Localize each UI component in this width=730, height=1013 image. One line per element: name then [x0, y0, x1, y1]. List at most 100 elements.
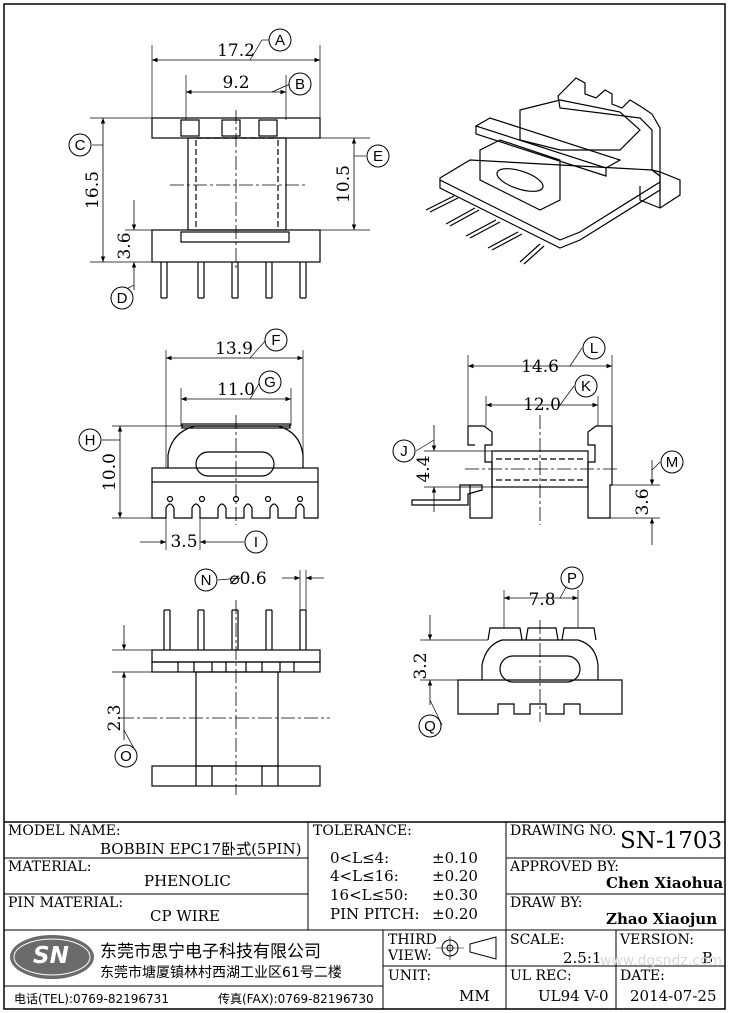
end-view — [420, 590, 623, 722]
dim-m: 3.6 — [633, 488, 653, 515]
approved-by-value: Chen Xiaohua — [606, 874, 724, 892]
tolerance-value-1: ±0.10 — [432, 849, 478, 867]
bubble-j: J — [392, 439, 416, 463]
dim-k: 12.0 — [523, 395, 561, 415]
svg-text:H: H — [85, 432, 96, 449]
svg-text:I: I — [254, 534, 258, 551]
dim-a: 17.2 — [217, 41, 255, 61]
dim-q: 3.2 — [411, 652, 431, 679]
bubble-k: K — [574, 374, 598, 398]
bubble-g: G — [258, 370, 282, 394]
model-name-value: BOBBIN EPC17卧式(5PIN) — [100, 840, 302, 858]
bubble-h: H — [78, 428, 102, 452]
front-view — [112, 350, 319, 550]
svg-text:A: A — [275, 32, 285, 49]
svg-text:P: P — [567, 570, 577, 587]
ul-rec-value: UL94 V-0 — [538, 987, 609, 1005]
version-value: B — [702, 949, 714, 967]
logo-text: SN — [33, 943, 69, 969]
svg-text:B: B — [295, 76, 305, 93]
dim-j: 4.4 — [414, 455, 434, 482]
bubble-n: N — [194, 568, 218, 592]
svg-text:M: M — [666, 454, 679, 471]
svg-text:E: E — [373, 148, 383, 165]
ul-rec-label: UL REC: — [510, 968, 572, 984]
svg-text:F: F — [271, 332, 280, 349]
date-value: 2014-07-25 — [630, 987, 717, 1005]
bubble-i: I — [244, 530, 268, 554]
scale-label: SCALE: — [510, 932, 565, 948]
svg-text:K: K — [581, 378, 591, 395]
company-logo — [10, 935, 94, 979]
tolerance-range-2: 4<L≤16: — [330, 867, 399, 885]
reference-bubbles: A B C D E F G H I J K L M N O P Q — [68, 28, 684, 768]
dim-l: 14.6 — [521, 357, 559, 377]
version-label: VERSION: — [620, 932, 694, 948]
drawing-no-label: DRAWING NO. — [510, 823, 617, 839]
bubble-m: M — [660, 450, 684, 474]
dim-e: 10.5 — [334, 165, 354, 203]
tel-number: 电话(TEL):0769-82196731 — [14, 992, 169, 1006]
title-block-grid — [4, 821, 725, 1009]
tolerance-value-2: ±0.20 — [432, 867, 478, 885]
model-name-label: MODEL NAME: — [8, 823, 121, 839]
bubble-q: Q — [418, 714, 442, 738]
bubble-d: D — [110, 286, 134, 310]
dim-n: ⌀0.6 — [229, 569, 266, 589]
bubble-l: L — [582, 336, 606, 360]
pin-pitch-label: PIN PITCH: — [330, 905, 420, 923]
pin-material-value: CP WIRE — [150, 907, 220, 925]
unit-value: MM — [459, 987, 490, 1005]
draw-by-value: Zhao Xiaojun — [606, 910, 718, 928]
scale-value: 2.5:1 — [563, 949, 602, 967]
drawing-border — [3, 3, 726, 1010]
svg-text:O: O — [120, 748, 132, 765]
bubble-p: P — [560, 566, 584, 590]
dim-b: 9.2 — [222, 73, 249, 93]
material-value: PHENOLIC — [144, 872, 231, 890]
fax-number: 传真(FAX):0769-82196730 — [218, 992, 374, 1006]
svg-text:G: G — [264, 374, 276, 391]
third-angle-symbol — [436, 936, 497, 960]
bubble-b: B — [288, 72, 312, 96]
tolerance-range-3: 16<L≤50: — [330, 886, 409, 904]
svg-text:Q: Q — [424, 718, 436, 735]
dim-f: 13.9 — [215, 339, 253, 359]
tolerance-range-1: 0<L≤4: — [330, 849, 390, 867]
dimension-texts: 17.2 9.2 16.5 3.6 10.5 13.9 11.0 10.0 3.… — [83, 41, 653, 732]
pin-material-label: PIN MATERIAL: — [8, 895, 124, 911]
company-address: 东莞市塘厦镇林村西湖工业区61号二楼 — [100, 965, 342, 981]
side-view — [411, 355, 660, 545]
dim-p: 7.8 — [528, 590, 555, 610]
svg-text:C: C — [75, 137, 86, 154]
bubble-f: F — [264, 328, 288, 352]
tolerance-label: TOLERANCE: — [313, 823, 412, 839]
dim-o: 2.3 — [105, 704, 125, 731]
bubble-o: O — [114, 744, 138, 768]
svg-text:D: D — [117, 290, 128, 307]
third-view-label: THIRD VIEW: — [388, 932, 437, 964]
dim-c: 16.5 — [83, 171, 103, 209]
dim-i: 3.5 — [170, 532, 197, 552]
date-label: DATE: — [620, 968, 665, 984]
company-name: 东莞市思宁电子科技有限公司 — [100, 942, 321, 962]
svg-text:L: L — [590, 340, 598, 357]
approved-by-label: APPROVED BY: — [510, 859, 619, 875]
isometric-view — [425, 77, 681, 265]
drawing-no-value: SN-1703 — [620, 828, 723, 854]
bottom-view — [112, 570, 330, 795]
bubble-e: E — [366, 144, 390, 168]
tolerance-value-3: ±0.30 — [432, 886, 478, 904]
dim-d: 3.6 — [115, 232, 135, 259]
bubble-c: C — [68, 133, 92, 157]
watermark: www.dgsndz.com — [600, 953, 723, 969]
dim-g: 11.0 — [217, 380, 255, 400]
bubble-a: A — [268, 28, 292, 52]
pin-pitch-value: ±0.20 — [432, 905, 478, 923]
draw-by-label: DRAW BY: — [510, 895, 583, 911]
dim-h: 10.0 — [100, 453, 120, 491]
svg-text:N: N — [201, 572, 212, 589]
unit-label: UNIT: — [388, 968, 432, 984]
top-view — [90, 45, 370, 299]
